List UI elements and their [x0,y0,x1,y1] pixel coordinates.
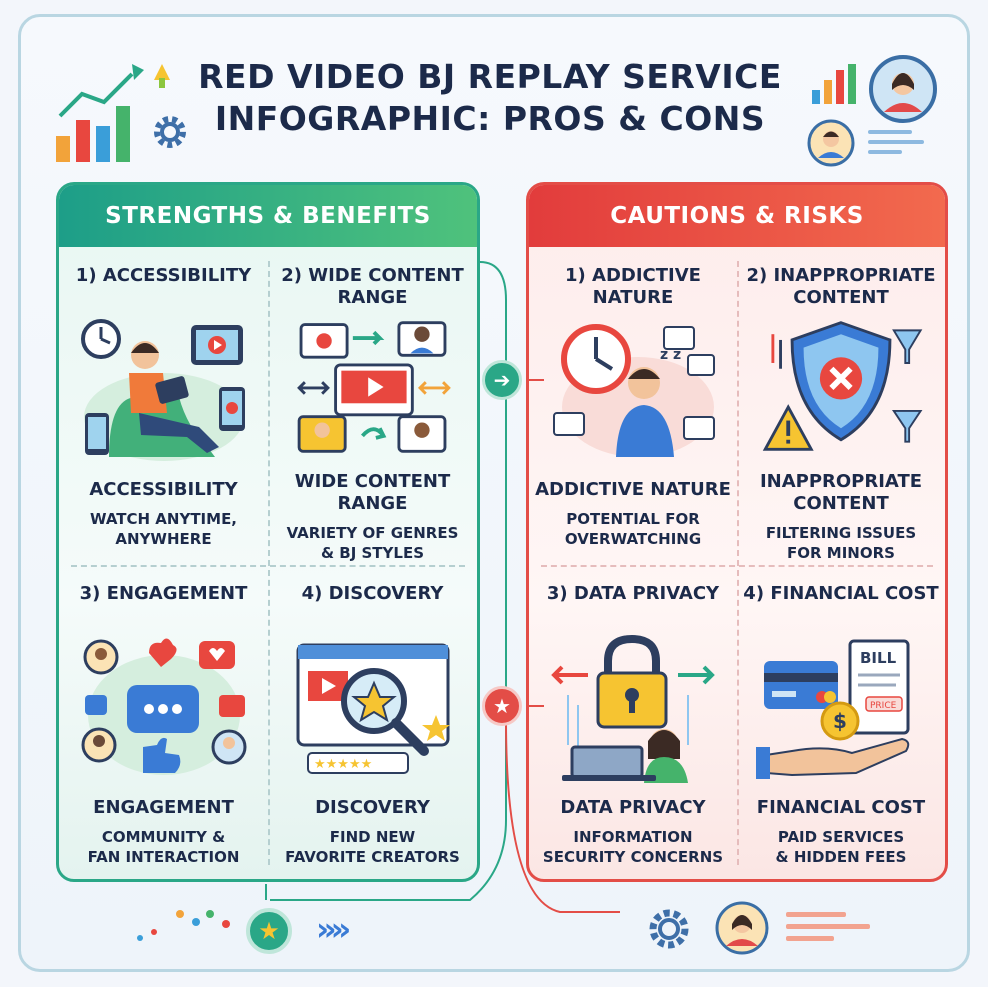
strength-wide-content-range: 2) WIDE CONTENT RANGE WIDE CONTENT R [268,247,477,563]
description-line: OVERWATCHING [564,530,702,548]
user-avatar-icon [715,901,769,955]
risks-header: CAUTIONS & RISKS [529,185,945,247]
description-line: COMMUNITY & [101,828,226,846]
description-line: FAVORITE CREATORS [285,848,460,866]
strengths-panel: STRENGTHS & BENEFITS 1) ACCESSIBILITY [56,182,480,882]
description-line: FAN INTERACTION [87,848,240,866]
risks-grid: 1) ADDICTIVE NATURE z z ADDICTIVE NATURE… [529,247,945,879]
strengths-header: STRENGTHS & BENEFITS [59,185,477,247]
description-line: INFORMATION [573,828,693,846]
cell-heading: 3) DATA PRIVACY [546,583,720,604]
dots-decoration-icon [137,910,230,941]
description-line: ANYWHERE [115,530,212,548]
risk-inappropriate-content: 2) INAPPROPRIATE CONTENT INAPPROPRIATE C… [737,247,945,563]
chat-community-illustration [81,638,246,775]
description-line: VARIETY OF GENRES [286,524,459,542]
divider [268,261,270,865]
risk-data-privacy: 3) DATA PRIVACY DATA PRIVACY INFORMATIO [529,565,737,879]
cell-heading: 1) ADDICTIVE NATURE [565,265,701,308]
text-lines-icon [868,130,924,154]
user-avatar-icon [869,55,937,123]
cell-description: INFORMATION SECURITY CONCERNS [543,827,723,867]
cell-description: VARIETY OF GENRES & BJ STYLES [287,523,459,563]
svg-text:z z: z z [660,347,681,363]
svg-text:★★★★★: ★★★★★ [314,757,372,772]
risk-financial-cost: 4) FINANCIAL COST BILL PRICE $ FINANCIAL… [737,565,945,879]
divider [71,565,465,567]
description-line: POTENTIAL FOR [566,510,700,528]
cell-title: ADDICTIVE NATURE [535,479,731,500]
gear-icon [649,909,689,949]
cell-description: FIND NEW FAVORITE CREATORS [285,827,460,867]
shield-warning-illustration [762,321,923,451]
strength-accessibility: 1) ACCESSIBILITY [59,247,268,563]
cell-title: ACCESSIBILITY [89,479,238,500]
bar-chart-icon [56,64,170,162]
cell-heading: 1) ACCESSIBILITY [75,265,252,286]
cell-heading: 4) FINANCIAL COST [743,583,939,604]
title-line-1: RED VIDEO BJ REPLAY SERVICE [198,57,782,96]
user-avatar-icon [807,119,855,167]
cell-heading: 2) INAPPROPRIATE CONTENT [746,265,936,308]
video-grid-illustration [296,321,451,453]
cell-description: FILTERING ISSUES FOR MINORS [766,523,916,563]
cell-description: POTENTIAL FOR OVERWATCHING [565,509,701,549]
page-title: RED VIDEO BJ REPLAY SERVICE INFOGRAPHIC:… [190,56,790,140]
lock-laptop-illustration [551,635,715,783]
svg-text:$: $ [833,709,847,733]
cell-title: WIDE CONTENT RANGE [294,471,451,514]
description-line: WATCH ANYTIME, [89,510,238,528]
risks-panel: CAUTIONS & RISKS 1) ADDICTIVE NATURE z z… [526,182,948,882]
cell-description: WATCH ANYTIME, ANYWHERE [90,509,237,549]
cell-description: COMMUNITY & FAN INTERACTION [88,827,240,867]
description-line: PAID SERVICES [777,828,905,846]
text-lines-icon [786,912,870,941]
clock-tired-person-illustration: z z [553,324,715,457]
bill-coin-hand-illustration: BILL PRICE $ [756,639,910,779]
title-line-2: INFOGRAPHIC: PROS & CONS [214,99,766,138]
person-with-tablet-illustration [80,319,245,461]
cell-title: DISCOVERY [315,797,430,818]
description-line: SECURITY CONCERNS [542,848,724,866]
description-line: FOR MINORS [787,544,895,562]
strength-engagement: 3) ENGAGEMENT ENGAGEMENT [59,565,268,879]
cell-title: DATA PRIVACY [560,797,706,818]
strengths-grid: 1) ACCESSIBILITY [59,247,477,879]
star-badge-icon: ★ [246,908,292,954]
description-line: FIND NEW [329,828,416,846]
cell-heading: 2) WIDE CONTENT RANGE [281,265,464,308]
star-icon: ★ [482,686,522,726]
cell-title: ENGAGEMENT [93,797,234,818]
cell-description: PAID SERVICES & HIDDEN FEES [776,827,907,867]
gear-icon [154,116,186,148]
description-line: & HIDDEN FEES [775,848,907,866]
magnifier-star-illustration: ★★★★★ [296,643,450,774]
description-line: FILTERING ISSUES [765,524,917,542]
cell-title: FINANCIAL COST [756,797,926,818]
risk-addictive-nature: 1) ADDICTIVE NATURE z z ADDICTIVE NATURE… [529,247,737,563]
divider [737,261,739,865]
arrow-right-icon: ➔ [482,360,522,400]
cell-title: INAPPROPRIATE CONTENT [759,471,923,514]
description-line: & BJ STYLES [320,544,425,562]
divider [541,565,933,567]
price-tag-label: PRICE [870,701,897,711]
cell-heading: 4) DISCOVERY [301,583,444,604]
cell-heading: 3) ENGAGEMENT [79,583,248,604]
strength-discovery: 4) DISCOVERY ★★★★★ DISCOVERY FIND NEW FA… [268,565,477,879]
mini-bar-chart-icon [812,64,856,104]
chevrons-right-icon: »» [316,910,351,948]
bill-label: BILL [860,649,897,667]
